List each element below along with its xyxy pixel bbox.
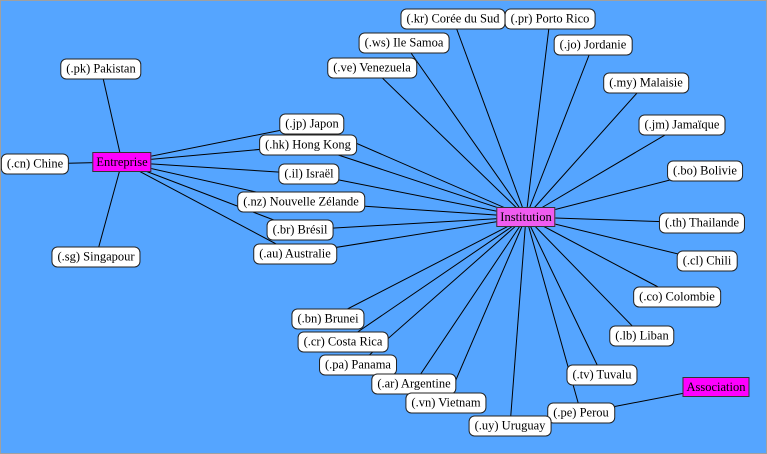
country-node-pa[interactable]: (.pa) Panama	[319, 354, 397, 376]
country-node-bn[interactable]: (.bn) Brunei	[291, 308, 365, 330]
edge-institution-tv	[525, 216, 603, 376]
edge-institution-il	[308, 173, 527, 218]
country-node-co[interactable]: (.co) Colombie	[633, 286, 721, 308]
edge-institution-uy	[509, 216, 527, 427]
country-node-jp[interactable]: (.jp) Japon	[279, 113, 345, 135]
country-node-my[interactable]: (.my) Malaisie	[603, 72, 689, 94]
country-node-cr[interactable]: (.cr) Costa Rica	[297, 331, 389, 353]
country-node-tv[interactable]: (.tv) Tuvalu	[566, 364, 638, 386]
edge-entreprise-pk	[100, 68, 123, 163]
edge-institution-jo	[525, 44, 594, 218]
edge-institution-lb	[525, 216, 643, 337]
country-node-jm[interactable]: (.jm) Jamaïque	[638, 114, 726, 136]
edge-institution-ws	[403, 42, 527, 218]
edge-institution-kr	[452, 18, 527, 218]
country-node-ve[interactable]: (.ve) Venezuela	[327, 57, 417, 79]
edge-institution-pr	[525, 18, 551, 218]
country-node-ar[interactable]: (.ar) Argentine	[371, 373, 457, 395]
country-node-jo[interactable]: (.jo) Jordanie	[553, 34, 633, 56]
edge-institution-vn	[445, 216, 527, 404]
country-node-ws[interactable]: (.ws) Ile Samoa	[358, 32, 450, 54]
country-node-pk[interactable]: (.pk) Pakistan	[60, 58, 142, 80]
country-node-th[interactable]: (.th) Thailande	[658, 212, 746, 234]
edge-institution-br	[299, 216, 527, 231]
country-node-hk[interactable]: (.hk) Hong Kong	[259, 134, 357, 156]
country-node-au[interactable]: (.au) Australie	[253, 243, 337, 265]
country-node-br[interactable]: (.br) Brésil	[266, 219, 334, 241]
edge-entreprise-br	[121, 161, 301, 231]
edge-entreprise-sg	[95, 161, 123, 258]
country-node-uy[interactable]: (.uy) Uruguay	[468, 415, 552, 437]
country-node-cn[interactable]: (.cn) Chine	[1, 153, 70, 175]
country-node-pe[interactable]: (.pe) Perou	[547, 402, 615, 424]
country-node-nz[interactable]: (.nz) Nouvelle Zélande	[237, 191, 365, 213]
edge-institution-ve	[371, 67, 527, 218]
edge-institution-cr	[342, 216, 527, 343]
hub-node-association[interactable]: Association	[682, 377, 750, 397]
edge-institution-bn	[327, 216, 527, 320]
edge-institution-my	[525, 82, 647, 218]
country-node-bo[interactable]: (.bo) Bolivie	[667, 160, 743, 182]
country-node-pr[interactable]: (.pr) Porto Rico	[504, 8, 596, 30]
edge-institution-ar	[413, 216, 527, 385]
country-node-kr[interactable]: (.kr) Corée du Sud	[400, 8, 506, 30]
country-node-vn[interactable]: (.vn) Vietnam	[405, 392, 487, 414]
edge-institution-hk	[307, 144, 527, 218]
edge-entreprise-il	[121, 161, 310, 175]
hub-node-entreprise[interactable]: Entreprise	[92, 152, 152, 172]
country-node-il[interactable]: (.il) Israël	[278, 163, 340, 185]
edge-institution-co	[525, 216, 678, 298]
edge-institution-jm	[525, 124, 683, 218]
hub-node-institution[interactable]: Institution	[496, 207, 556, 227]
country-node-sg[interactable]: (.sg) Singapour	[51, 246, 141, 268]
country-node-lb[interactable]: (.lb) Liban	[609, 325, 675, 347]
country-node-cl[interactable]: (.cl) Chili	[676, 250, 738, 272]
edge-entreprise-au	[121, 161, 296, 255]
